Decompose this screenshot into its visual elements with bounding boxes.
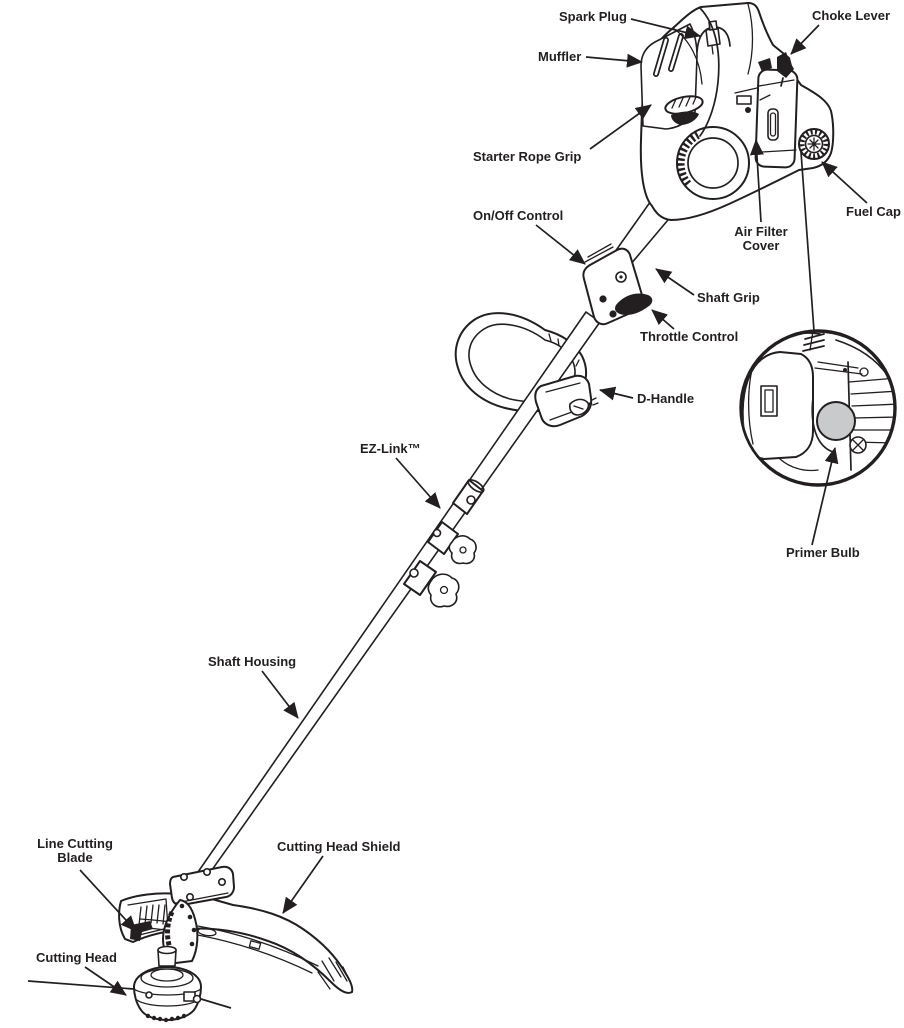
air-filter-cover-drawing xyxy=(754,68,799,169)
label-muffler: Muffler xyxy=(538,49,582,64)
label-fuel-cap: Fuel Cap xyxy=(846,204,901,219)
leader-arrows xyxy=(79,18,868,996)
label-d-handle: D-Handle xyxy=(637,391,695,406)
primer-bulb-inset-drawing xyxy=(739,151,897,487)
leader-spark-plug xyxy=(630,18,701,40)
choke-lever-drawing xyxy=(758,52,794,87)
leader-ez-link xyxy=(395,457,441,509)
fuel-cap-drawing xyxy=(798,128,830,160)
leader-choke-lever xyxy=(790,24,820,55)
label-on-off-control: On/Off Control xyxy=(473,208,564,223)
leader-d-handle xyxy=(599,386,634,401)
cutting-head-drawing xyxy=(27,945,232,1023)
label-line-cutting-blade: Line Cutting Blade xyxy=(37,836,113,866)
leader-on-off-control xyxy=(535,224,586,265)
leader-muffler xyxy=(585,53,643,68)
ez-link-coupler-drawing xyxy=(403,479,485,608)
primer-bulb-drawing xyxy=(816,401,856,441)
throttle-control-drawing xyxy=(615,293,653,316)
on-off-control-drawing xyxy=(582,243,653,326)
label-throttle-control: Throttle Control xyxy=(640,329,739,344)
leader-fuel-cap xyxy=(821,161,868,204)
label-shaft-housing: Shaft Housing xyxy=(208,654,297,669)
label-cutting-head-shield: Cutting Head Shield xyxy=(277,839,401,854)
leader-starter-rope-grip xyxy=(589,104,652,150)
leader-cutting-head xyxy=(84,966,127,996)
label-ez-link: EZ-Link™ xyxy=(360,441,421,456)
label-spark-plug: Spark Plug xyxy=(559,9,627,24)
leader-primer-bulb xyxy=(811,447,839,546)
leader-cutting-head-shield xyxy=(282,855,324,914)
leader-throttle-control xyxy=(651,309,675,330)
leader-air-filter-cover xyxy=(749,139,764,223)
label-shaft-grip: Shaft Grip xyxy=(697,290,760,305)
leader-line-cutting-blade xyxy=(79,869,137,932)
d-handle-clamp-drawing xyxy=(534,374,599,428)
leader-shaft-grip xyxy=(655,268,695,296)
label-cutting-head: Cutting Head xyxy=(36,950,117,965)
label-primer-bulb: Primer Bulb xyxy=(786,545,860,560)
leader-shaft-housing xyxy=(261,670,299,719)
starter-rope-grip-drawing xyxy=(664,95,704,125)
label-choke-lever: Choke Lever xyxy=(812,8,891,23)
label-air-filter-cover: Air Filter Cover xyxy=(734,224,788,254)
label-starter-rope-grip: Starter Rope Grip xyxy=(473,149,582,164)
engine-assembly-drawing xyxy=(639,2,835,221)
